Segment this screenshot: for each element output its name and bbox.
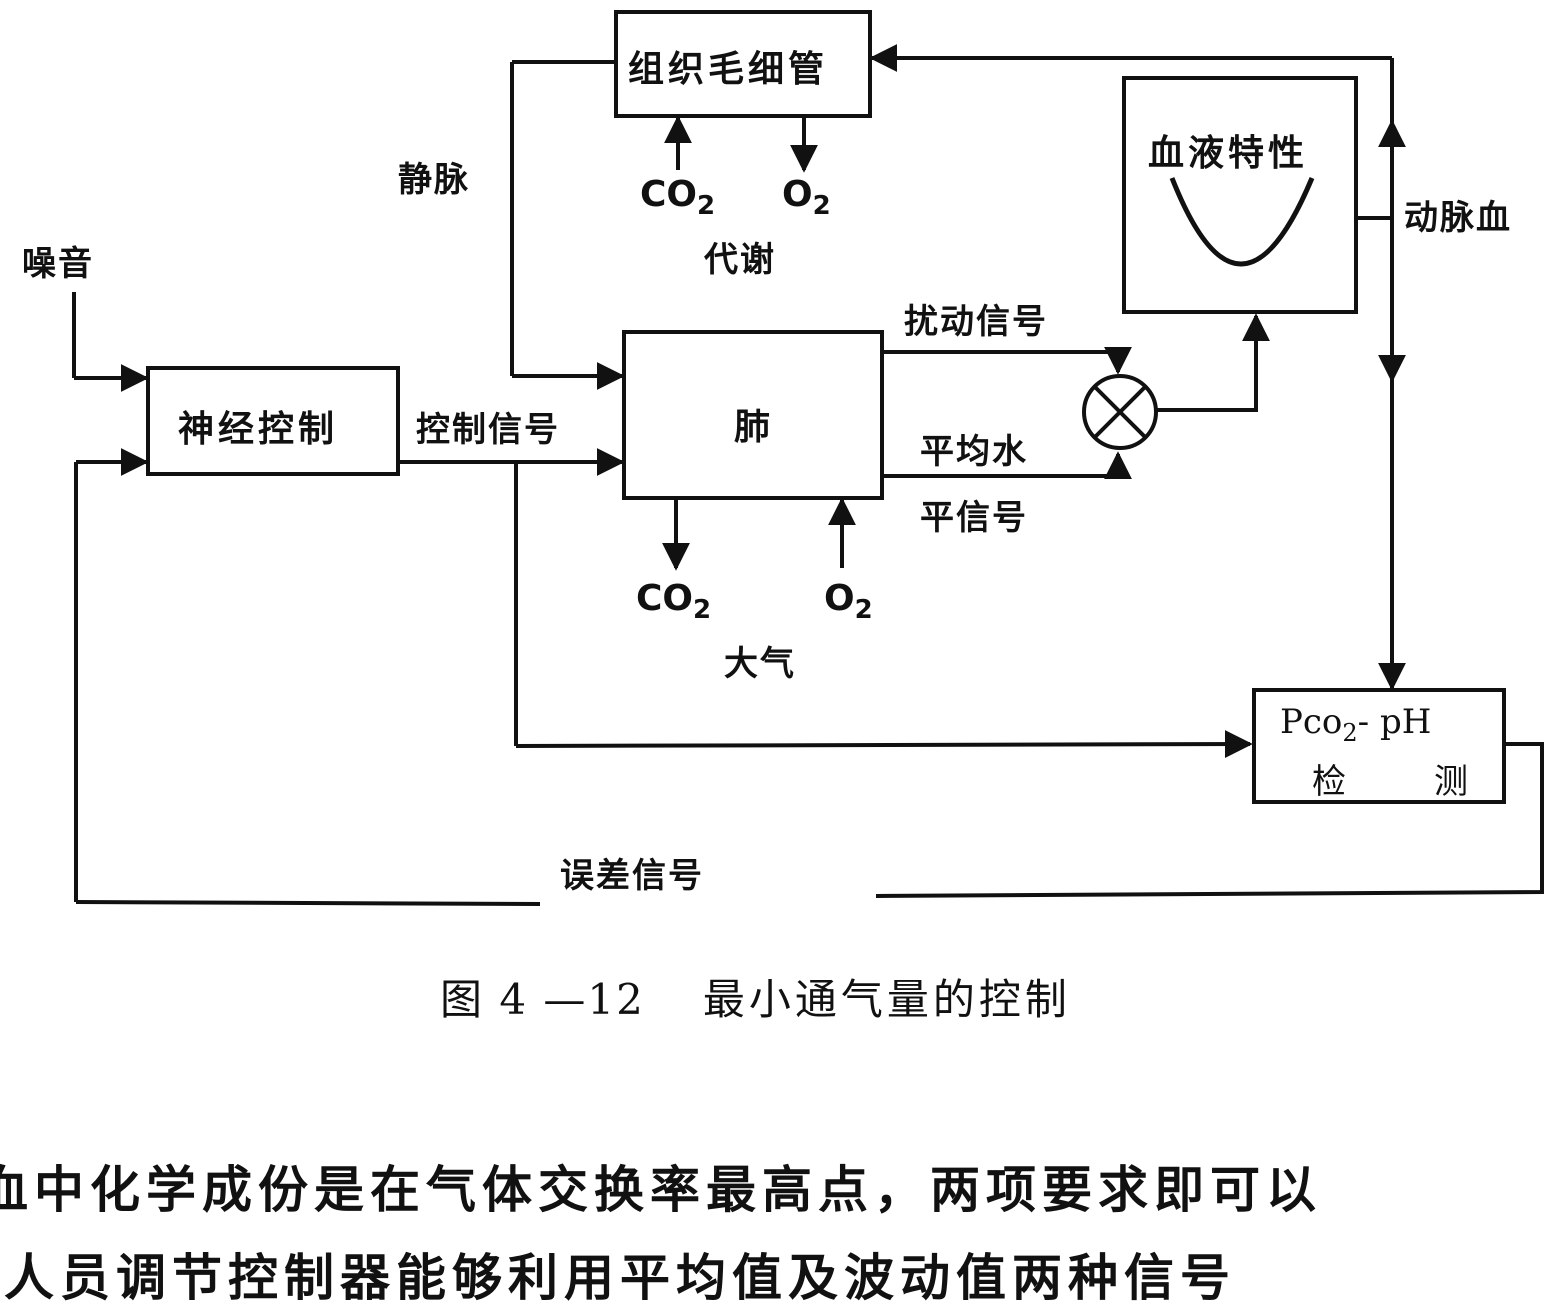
noise-label: 噪音 [22, 244, 94, 284]
tissue-co2-label: CO2 [640, 174, 715, 221]
tissue-o2-main: O [782, 174, 813, 215]
detector-left-char: 检 [1312, 762, 1346, 802]
lung-o2-sub: 2 [854, 595, 873, 625]
neural-control-label: 神经控制 [178, 409, 339, 450]
tissue-o2-sub: 2 [812, 191, 831, 221]
metabolism-label: 代谢 [704, 240, 776, 280]
figure-title: 最小通气量的控制 [702, 975, 1071, 1024]
tissue-capillary-label: 组织毛细管 [628, 49, 829, 90]
atmosphere-label: 大气 [724, 644, 796, 684]
lung-co2-label: CO2 [636, 578, 711, 625]
error-signal-label: 误差信号 [560, 856, 704, 896]
lung-block: 肺 [622, 330, 884, 500]
tissue-co2-main: CO [640, 174, 698, 215]
lung-o2-label: O2 [824, 578, 873, 625]
vein-label: 静脉 [398, 160, 470, 200]
error-feedback-bottom-left [75, 900, 541, 906]
body-text-line-2: 人员调节控制器能够利用平均值及波动值两种信号 [4, 1248, 1236, 1307]
blood-property-curve [1169, 177, 1315, 267]
disturbance-signal-label: 扰动信号 [904, 302, 1048, 342]
pco2-ph-label: Pco2- pH [1280, 702, 1431, 747]
figure-number: 图 4 —12 [440, 975, 645, 1024]
figure-caption: 图 4 —12 最小通气量的控制 [440, 966, 1071, 1027]
control-to-detector-arrow [515, 730, 1253, 759]
pco2-ph-detector-block: Pco2- pH 检 测 [1252, 688, 1506, 804]
detector-to-error-line [875, 742, 1544, 898]
lung-co2-main: CO [636, 578, 694, 619]
tissue-co2-sub: 2 [697, 191, 716, 221]
arterial-blood-label: 动脉血 [1404, 198, 1512, 238]
multiplier-cross-b [1093, 385, 1147, 439]
mean-level-signal-label-line1: 平均水 [920, 432, 1028, 472]
lung-co2-sub: 2 [693, 595, 712, 625]
pco2-prefix: Pco [1280, 702, 1343, 742]
disturbance-signal-line [882, 346, 1132, 375]
lung-o2-main: O [824, 578, 855, 619]
multiplier-to-blood-arrow [1156, 313, 1270, 412]
ph-suffix: - pH [1357, 702, 1432, 742]
mean-level-signal-label-line2: 平信号 [920, 498, 1028, 538]
lung-label: 肺 [734, 407, 775, 448]
neural-control-block: 神经控制 [146, 366, 400, 476]
detector-right-char: 测 [1434, 762, 1468, 802]
tissue-capillary-block: 组织毛细管 [614, 10, 872, 118]
control-signal-label: 控制信号 [416, 410, 560, 450]
pco2-subscript: 2 [1342, 719, 1358, 747]
control-diagram [72, 44, 1544, 906]
mean-level-signal-line [882, 451, 1132, 480]
blood-property-block: 血液特性 [1122, 76, 1358, 314]
body-text-line-1: 血中化学成份是在气体交换率最高点，两项要求即可以 [0, 1160, 1322, 1219]
tissue-o2-label: O2 [782, 174, 831, 221]
blood-property-label: 血液特性 [1148, 133, 1309, 174]
